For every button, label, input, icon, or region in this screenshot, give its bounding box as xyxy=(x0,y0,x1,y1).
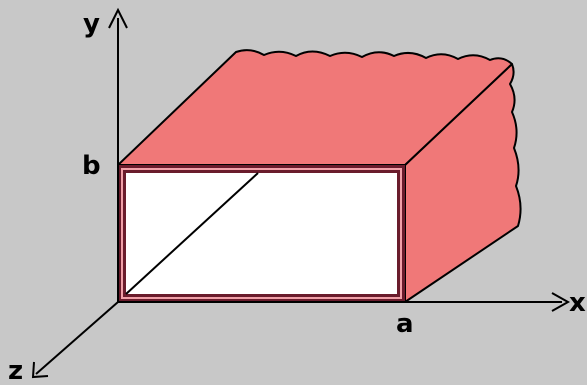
width-label-a: a xyxy=(396,309,414,339)
inner-corner-edge xyxy=(125,172,259,295)
opening-face xyxy=(126,173,397,294)
z-axis xyxy=(35,301,119,375)
y-axis-arrow-icon xyxy=(108,7,128,29)
height-label-b: b xyxy=(82,151,101,181)
z-axis-arrow-icon xyxy=(31,361,49,379)
top-wall xyxy=(117,49,513,166)
z-axis-label: z xyxy=(8,356,23,385)
x-axis-label: x xyxy=(569,288,586,318)
x-axis-arrow-icon xyxy=(551,292,571,312)
y-axis-label: y xyxy=(83,9,100,39)
opening-frame-highlight xyxy=(121,168,402,299)
side-wall xyxy=(404,63,522,303)
